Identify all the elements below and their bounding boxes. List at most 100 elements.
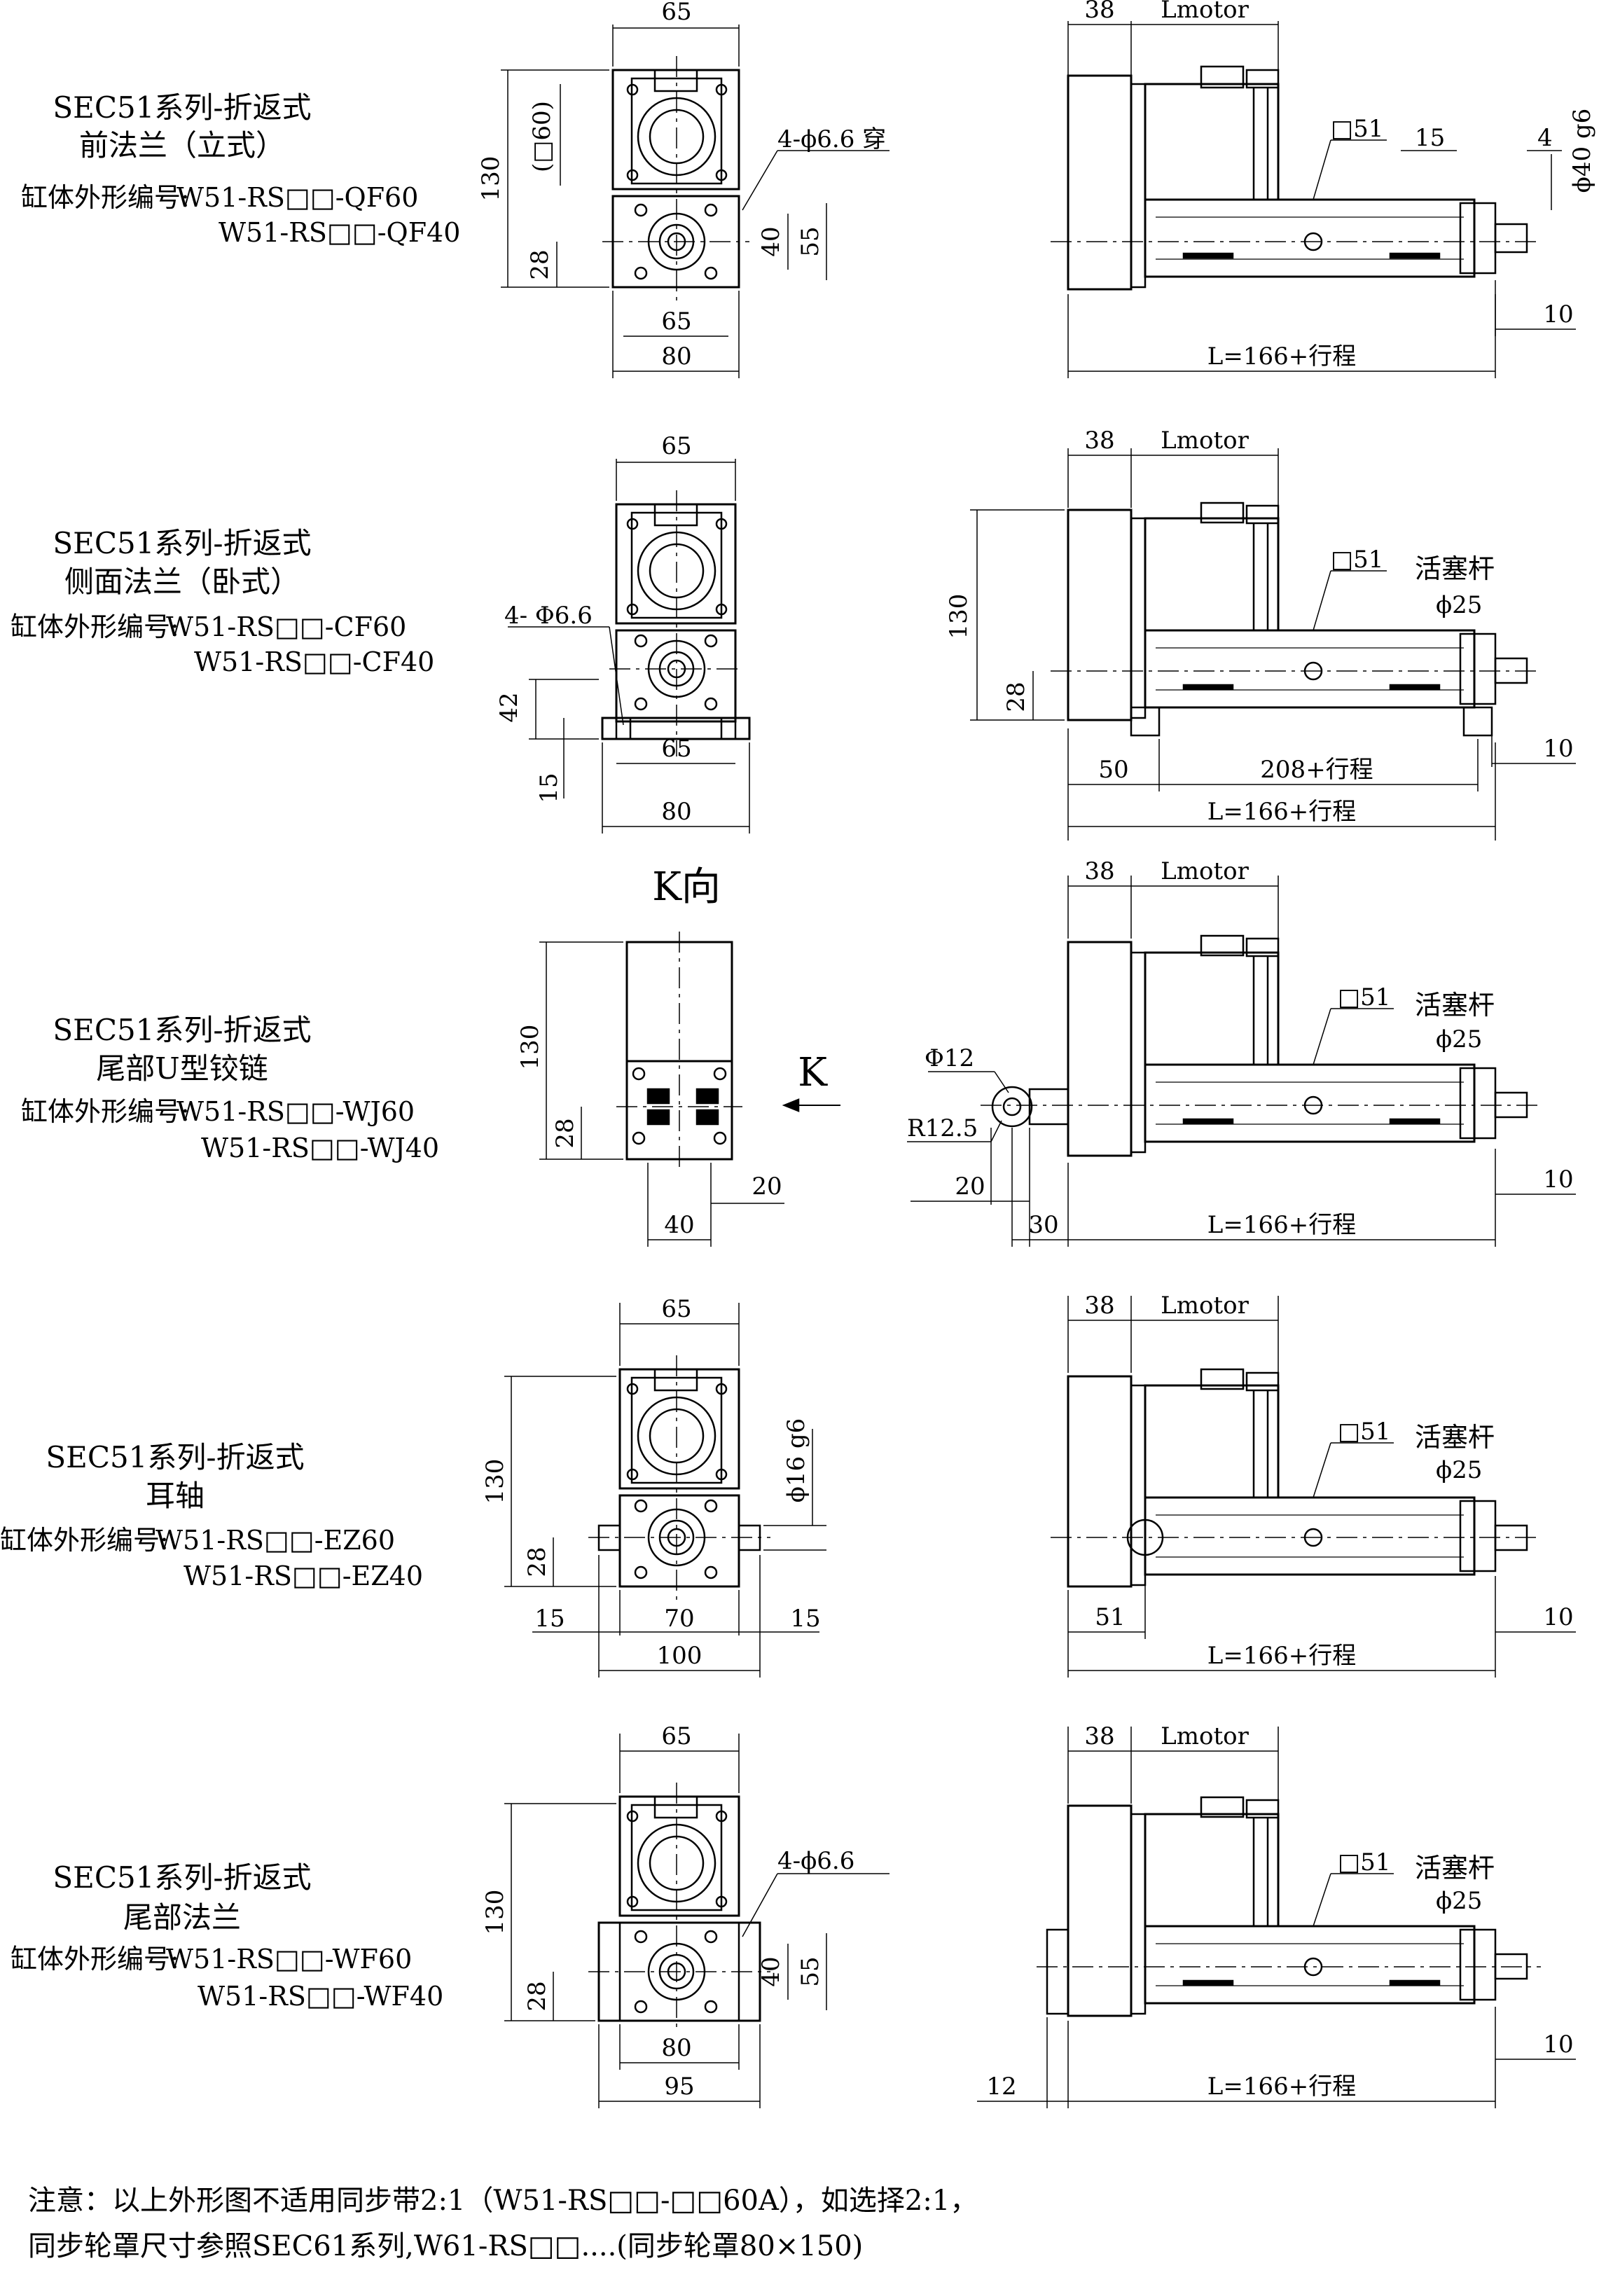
section-subtitle: 前法兰（立式） (79, 128, 285, 162)
dim-38: 38 (1084, 857, 1114, 885)
section-4: SEC51系列-折返式 耳轴 缸体外形编号: W51-RS□□-EZ60 W51… (0, 1292, 1576, 1678)
section-subtitle: 耳轴 (146, 1479, 205, 1513)
model-prefix: 缸体外形编号: (11, 611, 179, 642)
model-code-40: W51-RS□□-WJ40 (201, 1133, 439, 1163)
model-prefix: 缸体外形编号: (21, 1096, 190, 1127)
dim-130: 130 (481, 1890, 509, 1935)
dim-70: 70 (664, 1605, 694, 1633)
square-51: □51 (1338, 1848, 1390, 1876)
dim-lmotor: Lmotor (1161, 1292, 1249, 1320)
shaft-dia: ϕ40 g6 (1568, 109, 1596, 193)
section-subtitle: 尾部法兰 (123, 1900, 241, 1935)
k-arrow-label: K (798, 1050, 828, 1095)
dim-15: 15 (1415, 124, 1445, 152)
section-1: SEC51系列-折返式 前法兰（立式） 缸体外形编号: W51-RS□□-QF6… (21, 0, 1596, 378)
dim-130: 130 (945, 594, 973, 639)
dim-55: 55 (796, 226, 824, 256)
dim-28: 28 (1002, 682, 1030, 712)
rod-dia: ϕ25 (1436, 591, 1482, 619)
dim-208: 208+行程 (1260, 756, 1373, 784)
section-title: SEC51系列-折返式 (53, 1860, 311, 1895)
dim-50: 50 (1098, 756, 1128, 784)
dim-lmotor: Lmotor (1161, 427, 1249, 455)
side-view: 38 Lmotor □51 活塞杆 ϕ25 Φ12 R12.5 20 30 10 (907, 857, 1576, 1247)
dim-10: 10 (1543, 735, 1573, 763)
dim-height-28: 28 (526, 249, 554, 279)
section-3: SEC51系列-折返式 尾部U型铰链 缸体外形编号: W51-RS□□-WJ60… (21, 857, 1576, 1247)
section-title: SEC51系列-折返式 (53, 526, 311, 560)
dim-top-width: 65 (661, 0, 691, 26)
dim-130: 130 (481, 1459, 509, 1505)
front-view: 130 28 40 20 K (516, 932, 840, 1247)
rod-label: 活塞杆 (1415, 1853, 1495, 1883)
hole-note: 4- Φ6.6 (504, 602, 593, 630)
side-view: 38 Lmotor □51 活塞杆 ϕ25 51 10 L=166+行程 (1051, 1292, 1576, 1678)
dim-inner-square: (□60) (528, 101, 556, 172)
dim-20: 20 (752, 1173, 782, 1201)
dim-51: 51 (1095, 1603, 1125, 1631)
dim-20: 20 (955, 1173, 985, 1201)
shaft-dia: ϕ16 g6 (782, 1418, 810, 1503)
dim-12: 12 (986, 2073, 1016, 2101)
dim-top-width: 65 (661, 1295, 691, 1323)
section-2: SEC51系列-折返式 侧面法兰（卧式） 缸体外形编号: W51-RS□□-CF… (11, 427, 1576, 841)
dim-lmotor: Lmotor (1161, 0, 1249, 24)
square-51: □51 (1331, 546, 1383, 574)
model-code-40: W51-RS□□-WF40 (198, 1981, 443, 2012)
model-code-60: W51-RS□□-EZ60 (155, 1525, 395, 1556)
dim-100: 100 (657, 1642, 702, 1670)
dim-4: 4 (1537, 124, 1553, 152)
front-view: 65 130 28 ϕ16 g6 15 70 15 100 (481, 1295, 826, 1678)
model-prefix: 缸体外形编号: (11, 1944, 179, 1975)
view-label: K向 (652, 864, 721, 910)
dim-10: 10 (1543, 1166, 1573, 1194)
dim-lmotor: Lmotor (1161, 857, 1249, 885)
model-prefix: 缸体外形编号: (21, 182, 190, 213)
dim-38: 38 (1084, 1292, 1114, 1320)
side-view: 38 Lmotor 130 28 □51 活塞杆 ϕ25 10 50 208+行… (945, 427, 1576, 841)
section-title: SEC51系列-折返式 (46, 1440, 304, 1474)
rod-dia: ϕ25 (1436, 1887, 1482, 1915)
front-view: 65 4- Φ6.6 42 15 65 80 (495, 432, 751, 834)
dim-38: 38 (1084, 427, 1114, 455)
section-subtitle: 侧面法兰（卧式） (64, 565, 300, 599)
dim-top-width: 65 (661, 432, 691, 460)
dim-55: 55 (796, 1956, 824, 1986)
section-title: SEC51系列-折返式 (53, 1013, 311, 1047)
model-code-40: W51-RS□□-EZ40 (184, 1561, 423, 1591)
model-code-60: W51-RS□□-CF60 (166, 611, 406, 642)
dim-130: 130 (516, 1025, 544, 1070)
hole-note: 4-ϕ6.6 穿 (777, 125, 886, 153)
dim-15-left: 15 (534, 1605, 565, 1633)
dim-40: 40 (757, 226, 785, 256)
dim-10: 10 (1543, 1603, 1573, 1631)
section-subtitle: 尾部U型铰链 (96, 1051, 268, 1086)
dim-height-130: 130 (477, 156, 505, 202)
dim-length: L=166+行程 (1207, 1642, 1356, 1670)
rod-label: 活塞杆 (1415, 990, 1495, 1021)
dim-30: 30 (1028, 1211, 1058, 1239)
dim-10: 10 (1543, 2031, 1573, 2059)
dim-length: L=166+行程 (1207, 2073, 1356, 2101)
dim-length: L=166+行程 (1207, 798, 1356, 826)
section-5: SEC51系列-折返式 尾部法兰 缸体外形编号: W51-RS□□-WF60 W… (11, 1722, 1576, 2108)
dim-lmotor: Lmotor (1161, 1722, 1249, 1750)
model-code-40: W51-RS□□-CF40 (194, 646, 434, 677)
dim-15: 15 (535, 773, 563, 803)
section-title: SEC51系列-折返式 (53, 90, 311, 125)
dim-80: 80 (661, 798, 691, 826)
rod-dia: ϕ25 (1436, 1025, 1482, 1053)
dim-28: 28 (551, 1118, 579, 1148)
front-view: 65 130 28 4-ϕ6.6 40 55 80 95 (481, 1722, 889, 2108)
side-view: 38 Lmotor □51 15 4 ϕ40 g6 10 L=166+行程 (1051, 0, 1596, 378)
model-prefix: 缸体外形编号: (0, 1525, 169, 1556)
hole-note: 4-ϕ6.6 (777, 1847, 854, 1875)
rod-dia: ϕ25 (1436, 1456, 1482, 1484)
front-view: 65 130 (□60) 28 40 55 65 80 4-ϕ6.6 穿 (477, 0, 889, 378)
model-code-60: W51-RS□□-WJ60 (176, 1096, 415, 1127)
dim-10: 10 (1543, 300, 1573, 329)
dim-length: L=166+行程 (1207, 1211, 1356, 1239)
dim-65: 65 (661, 735, 691, 763)
dim-95: 95 (664, 2073, 694, 2101)
